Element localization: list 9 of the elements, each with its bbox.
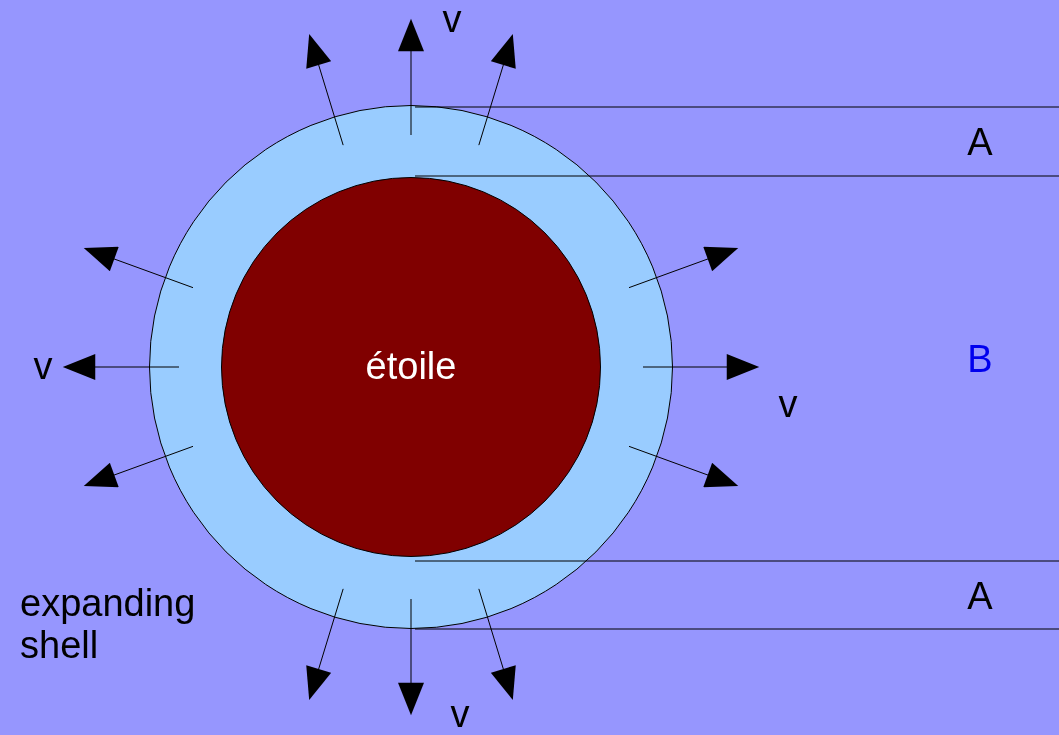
velocity-label: v — [778, 384, 798, 426]
region-label: A — [967, 122, 993, 164]
velocity-label: v — [450, 694, 470, 735]
star-label: étoile — [365, 346, 457, 388]
shell-caption: expanding shell — [20, 583, 197, 667]
velocity-label: v — [442, 0, 462, 41]
region-label: A — [967, 576, 993, 618]
velocity-label: v — [33, 346, 53, 388]
region-label: B — [967, 339, 993, 381]
